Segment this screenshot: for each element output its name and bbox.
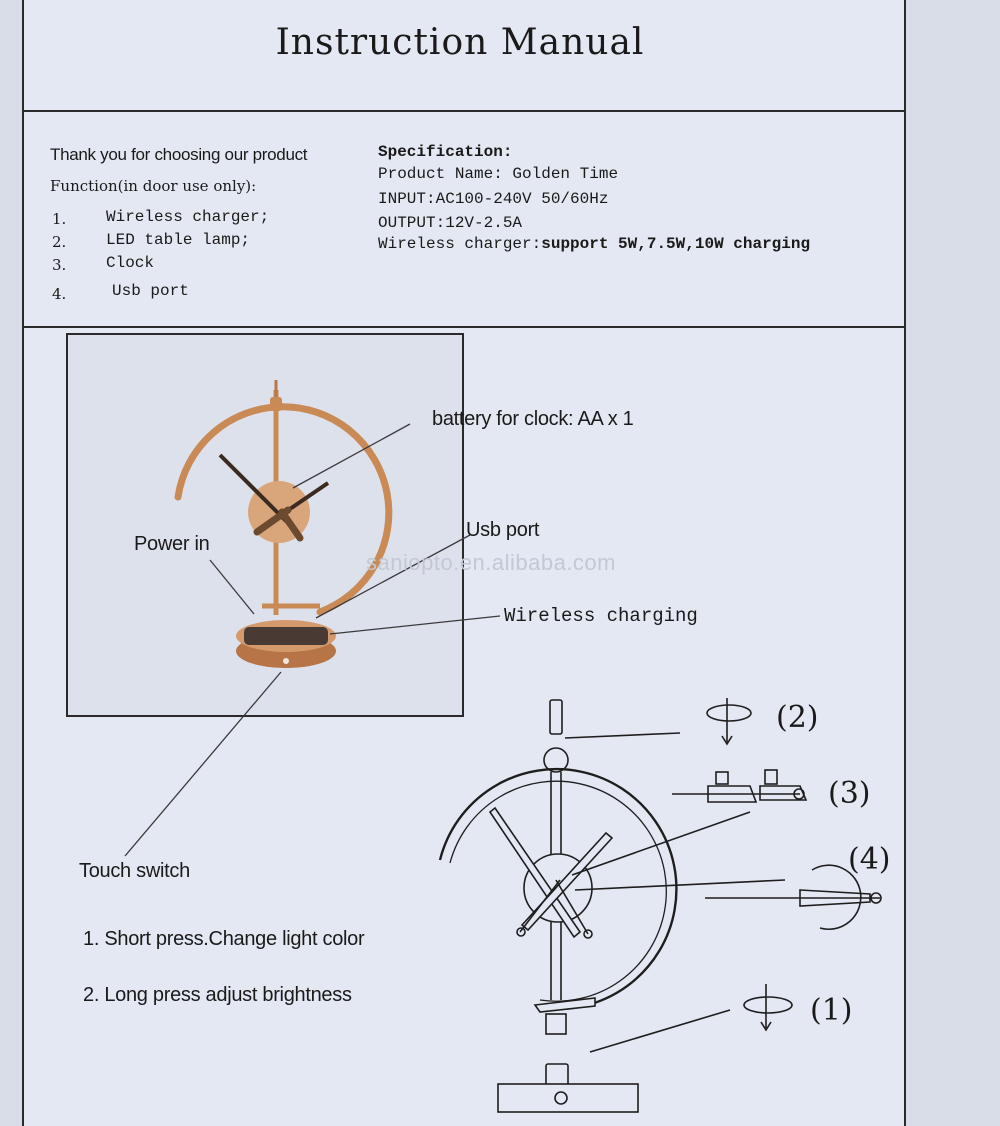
function-number: 1. (52, 210, 67, 228)
page-title: Instruction Manual (275, 22, 645, 63)
touch-instruction: 1. Short press.Change light color (83, 928, 365, 950)
function-number: 2. (52, 233, 67, 251)
divider-top (22, 110, 904, 112)
function-label: Wireless charger; (106, 208, 270, 226)
touch-instruction: 2. Long press adjust brightness (83, 984, 352, 1006)
function-heading: Function(in door use only): (50, 177, 257, 195)
callout-usb-port: Usb port (466, 519, 540, 541)
product-photo-illustration (174, 380, 393, 668)
function-label: Usb port (112, 282, 189, 300)
assembly-diagram (438, 698, 882, 1113)
function-label: LED table lamp; (106, 231, 251, 249)
callout-power-in: Power in (134, 533, 210, 555)
assembly-step-label: (4) (848, 842, 891, 877)
specification-heading: Specification: (378, 143, 513, 161)
watermark: saniopto.en.alibaba.com (366, 550, 616, 575)
callout-touch-switch: Touch switch (79, 860, 190, 882)
function-label: Clock (106, 254, 155, 272)
spec-wireless-prefix: Wireless charger: (378, 235, 542, 253)
callout-battery: battery for clock: AA x 1 (432, 408, 634, 430)
thank-you-text: Thank you for choosing our product (50, 145, 308, 164)
divider-middle (22, 326, 904, 328)
spec-wireless: Wireless charger:support 5W,7.5W,10W cha… (378, 235, 810, 253)
spec-product-name: Product Name: Golden Time (378, 165, 619, 183)
callout-wireless-charging: Wireless charging (504, 605, 698, 627)
spec-wireless-value: support 5W,7.5W,10W charging (541, 235, 811, 253)
assembly-step-label: (3) (828, 776, 871, 811)
callout-leader-lines (124, 423, 501, 857)
assembly-step-label: (2) (776, 700, 819, 735)
spec-input: INPUT:AC100-240V 50/60Hz (378, 190, 609, 208)
function-number: 3. (52, 256, 67, 274)
spec-output: OUTPUT:12V-2.5A (378, 214, 523, 232)
function-number: 4. (52, 285, 67, 303)
assembly-step-label: (1) (810, 993, 853, 1028)
